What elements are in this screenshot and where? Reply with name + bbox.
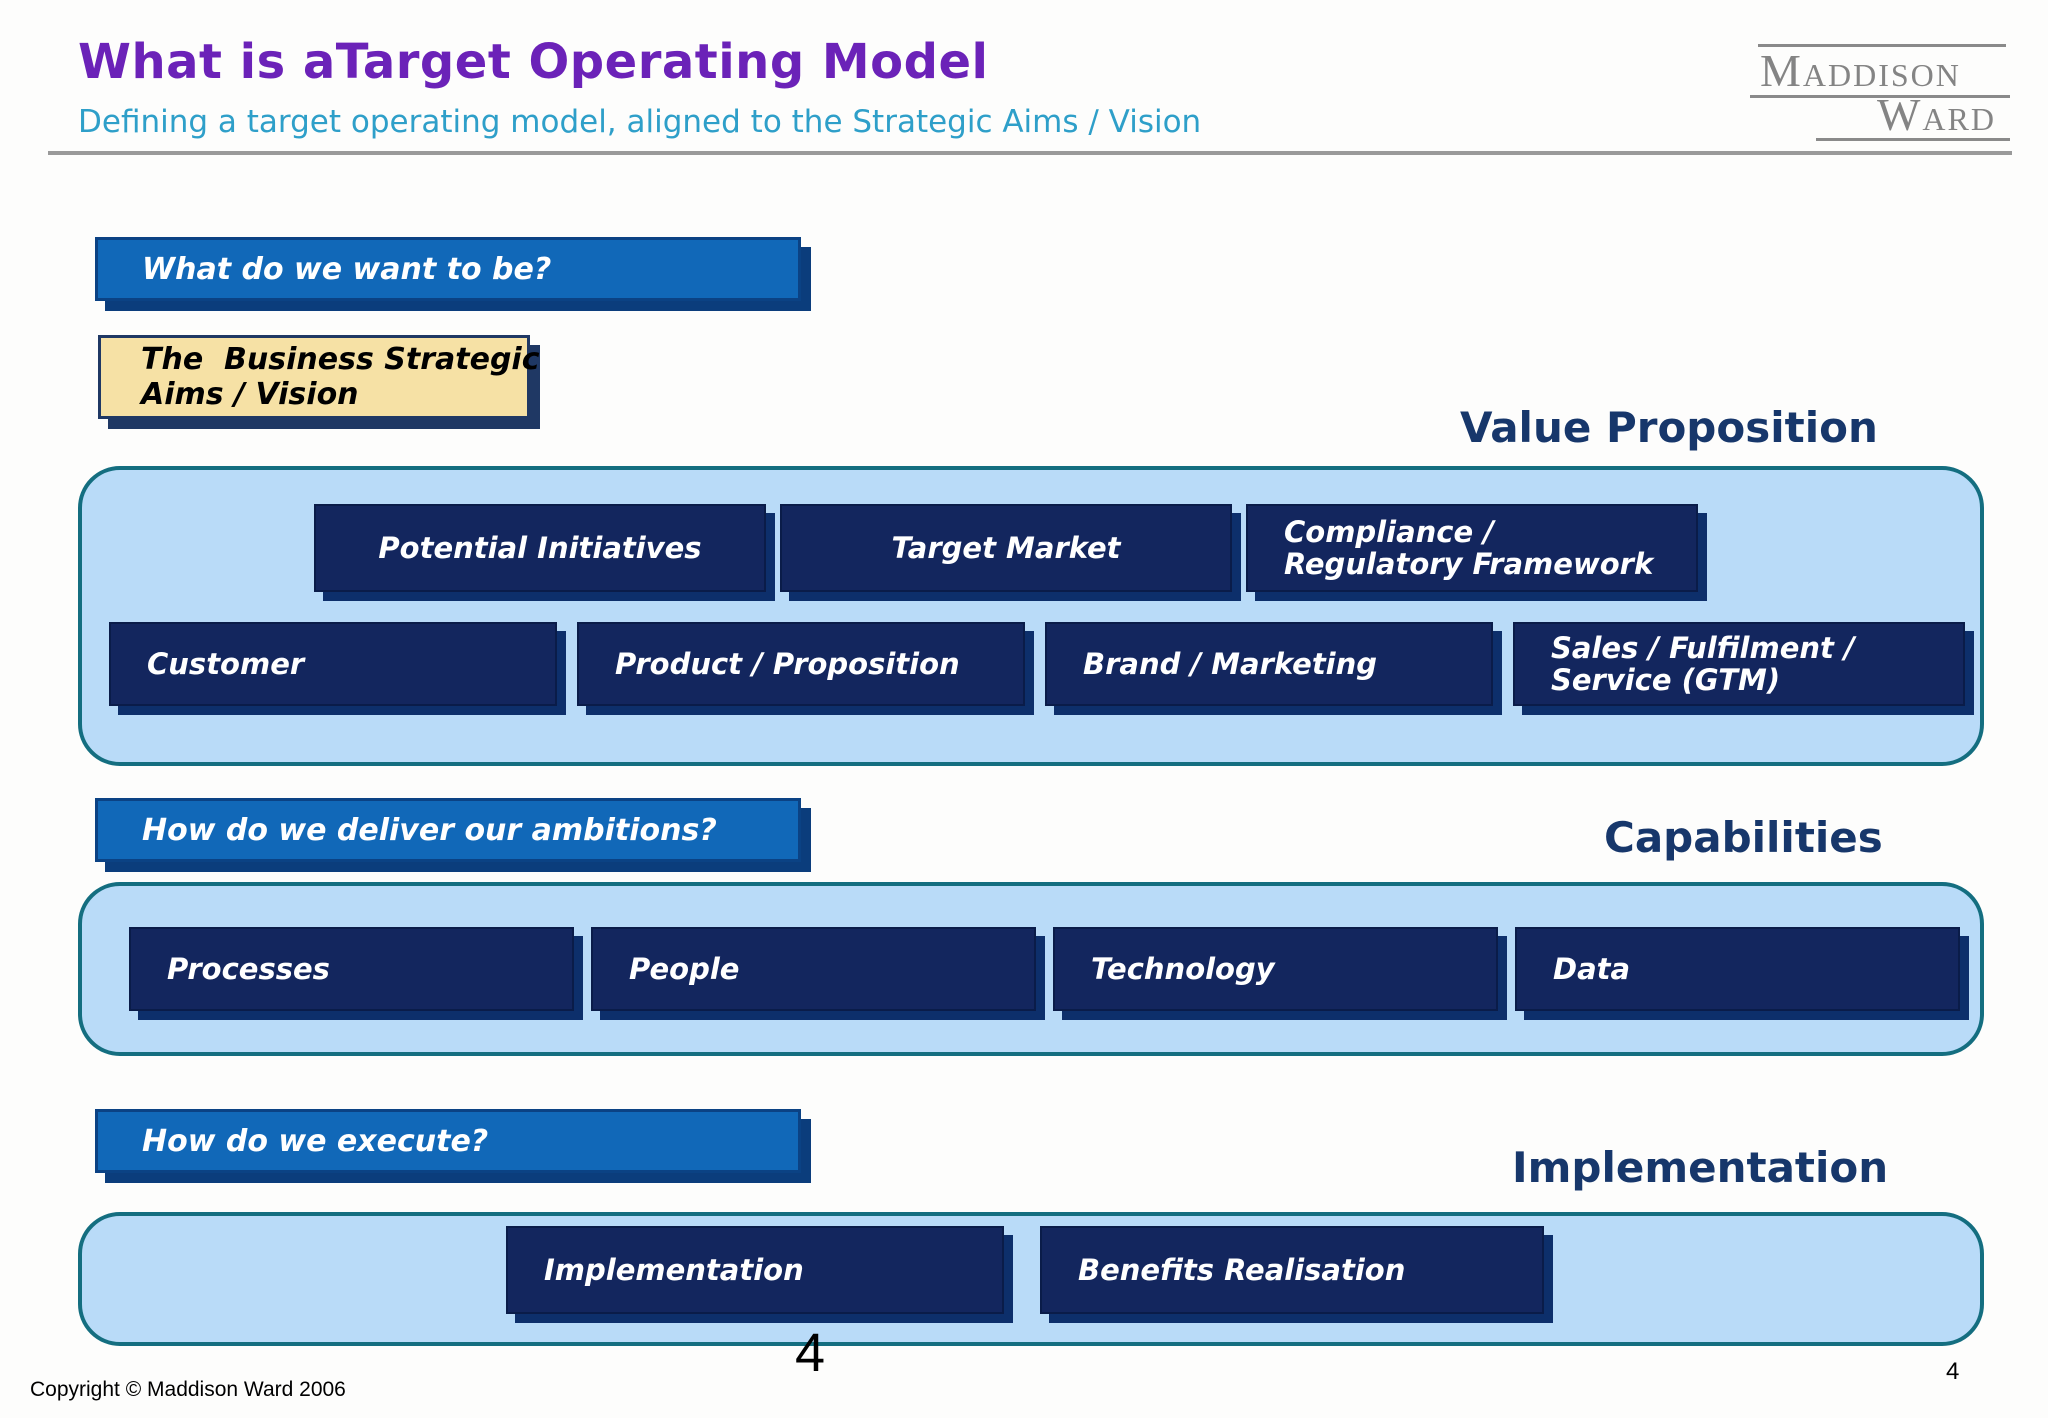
box-label: People (629, 951, 740, 986)
box-label: Technology (1091, 951, 1275, 986)
logo-maddison: Maddison (1750, 46, 2010, 99)
strategic-aims-line1: The Business Strategic (141, 341, 540, 377)
question-label: How do we execute? (142, 1123, 489, 1159)
box-label: Compliance / Regulatory Framework (1284, 514, 1654, 581)
box-compliance-regulatory-framework: Compliance / Regulatory Framework (1246, 504, 1698, 592)
box-label: Customer (147, 646, 305, 681)
page-number-large: 4 (795, 1323, 826, 1383)
strategic-aims-box: The Business Strategic Aims / Vision (98, 335, 540, 419)
page-number-small: 4 (1946, 1358, 1960, 1385)
section-heading-capabilities: Capabilities (1604, 813, 1883, 862)
box-label: Benefits Realisation (1078, 1252, 1406, 1287)
box-label: Potential Initiatives (378, 530, 702, 565)
box-label: Target Market (891, 530, 1121, 565)
box-label: Product / Proposition (615, 646, 960, 681)
section-heading-implementation: Implementation (1512, 1143, 1889, 1192)
question-label: How do we deliver our ambitions? (142, 812, 717, 848)
section-heading-value-proposition: Value Proposition (1460, 403, 1878, 452)
box-sales-fulfilment-service-gtm: Sales / Fulfilment / Service (GTM) (1513, 622, 1965, 706)
header-divider (48, 151, 2012, 155)
question-box-how-do-we-execute: How do we execute? (95, 1109, 801, 1173)
box-technology: Technology (1053, 927, 1498, 1011)
box-label: Implementation (544, 1252, 804, 1287)
copyright-text: Copyright © Maddison Ward 2006 (30, 1378, 346, 1401)
box-data: Data (1515, 927, 1960, 1011)
box-product-proposition: Product / Proposition (577, 622, 1025, 706)
capabilities-container: Processes People Technology Data (78, 882, 1984, 1056)
box-customer: Customer (109, 622, 557, 706)
box-implementation: Implementation (506, 1226, 1004, 1314)
box-people: People (591, 927, 1036, 1011)
question-box-how-do-we-deliver: How do we deliver our ambitions? (95, 798, 801, 862)
question-box-what-do-we-want-to-be: What do we want to be? (95, 237, 801, 301)
page-title: What is aTarget Operating Model (78, 34, 989, 90)
box-label: Brand / Marketing (1083, 646, 1378, 681)
value-proposition-container: Potential Initiatives Target Market Comp… (78, 466, 1984, 766)
logo-ward: Ward (1816, 92, 2010, 142)
box-label: Sales / Fulfilment / Service (GTM) (1551, 630, 1855, 697)
page-subtitle: Defining a target operating model, align… (78, 104, 1202, 140)
strategic-aims-line2: Aims / Vision (141, 377, 359, 412)
box-label: Data (1553, 951, 1631, 986)
box-brand-marketing: Brand / Marketing (1045, 622, 1493, 706)
logo-top-rule (1758, 44, 2006, 47)
implementation-container: Implementation Benefits Realisation (78, 1212, 1984, 1346)
box-target-market: Target Market (780, 504, 1232, 592)
question-label: What do we want to be? (142, 251, 552, 287)
box-benefits-realisation: Benefits Realisation (1040, 1226, 1544, 1314)
box-label: Processes (167, 951, 330, 986)
box-potential-initiatives: Potential Initiatives (314, 504, 766, 592)
company-logo: Maddison Ward (1750, 44, 2010, 142)
box-processes: Processes (129, 927, 574, 1011)
